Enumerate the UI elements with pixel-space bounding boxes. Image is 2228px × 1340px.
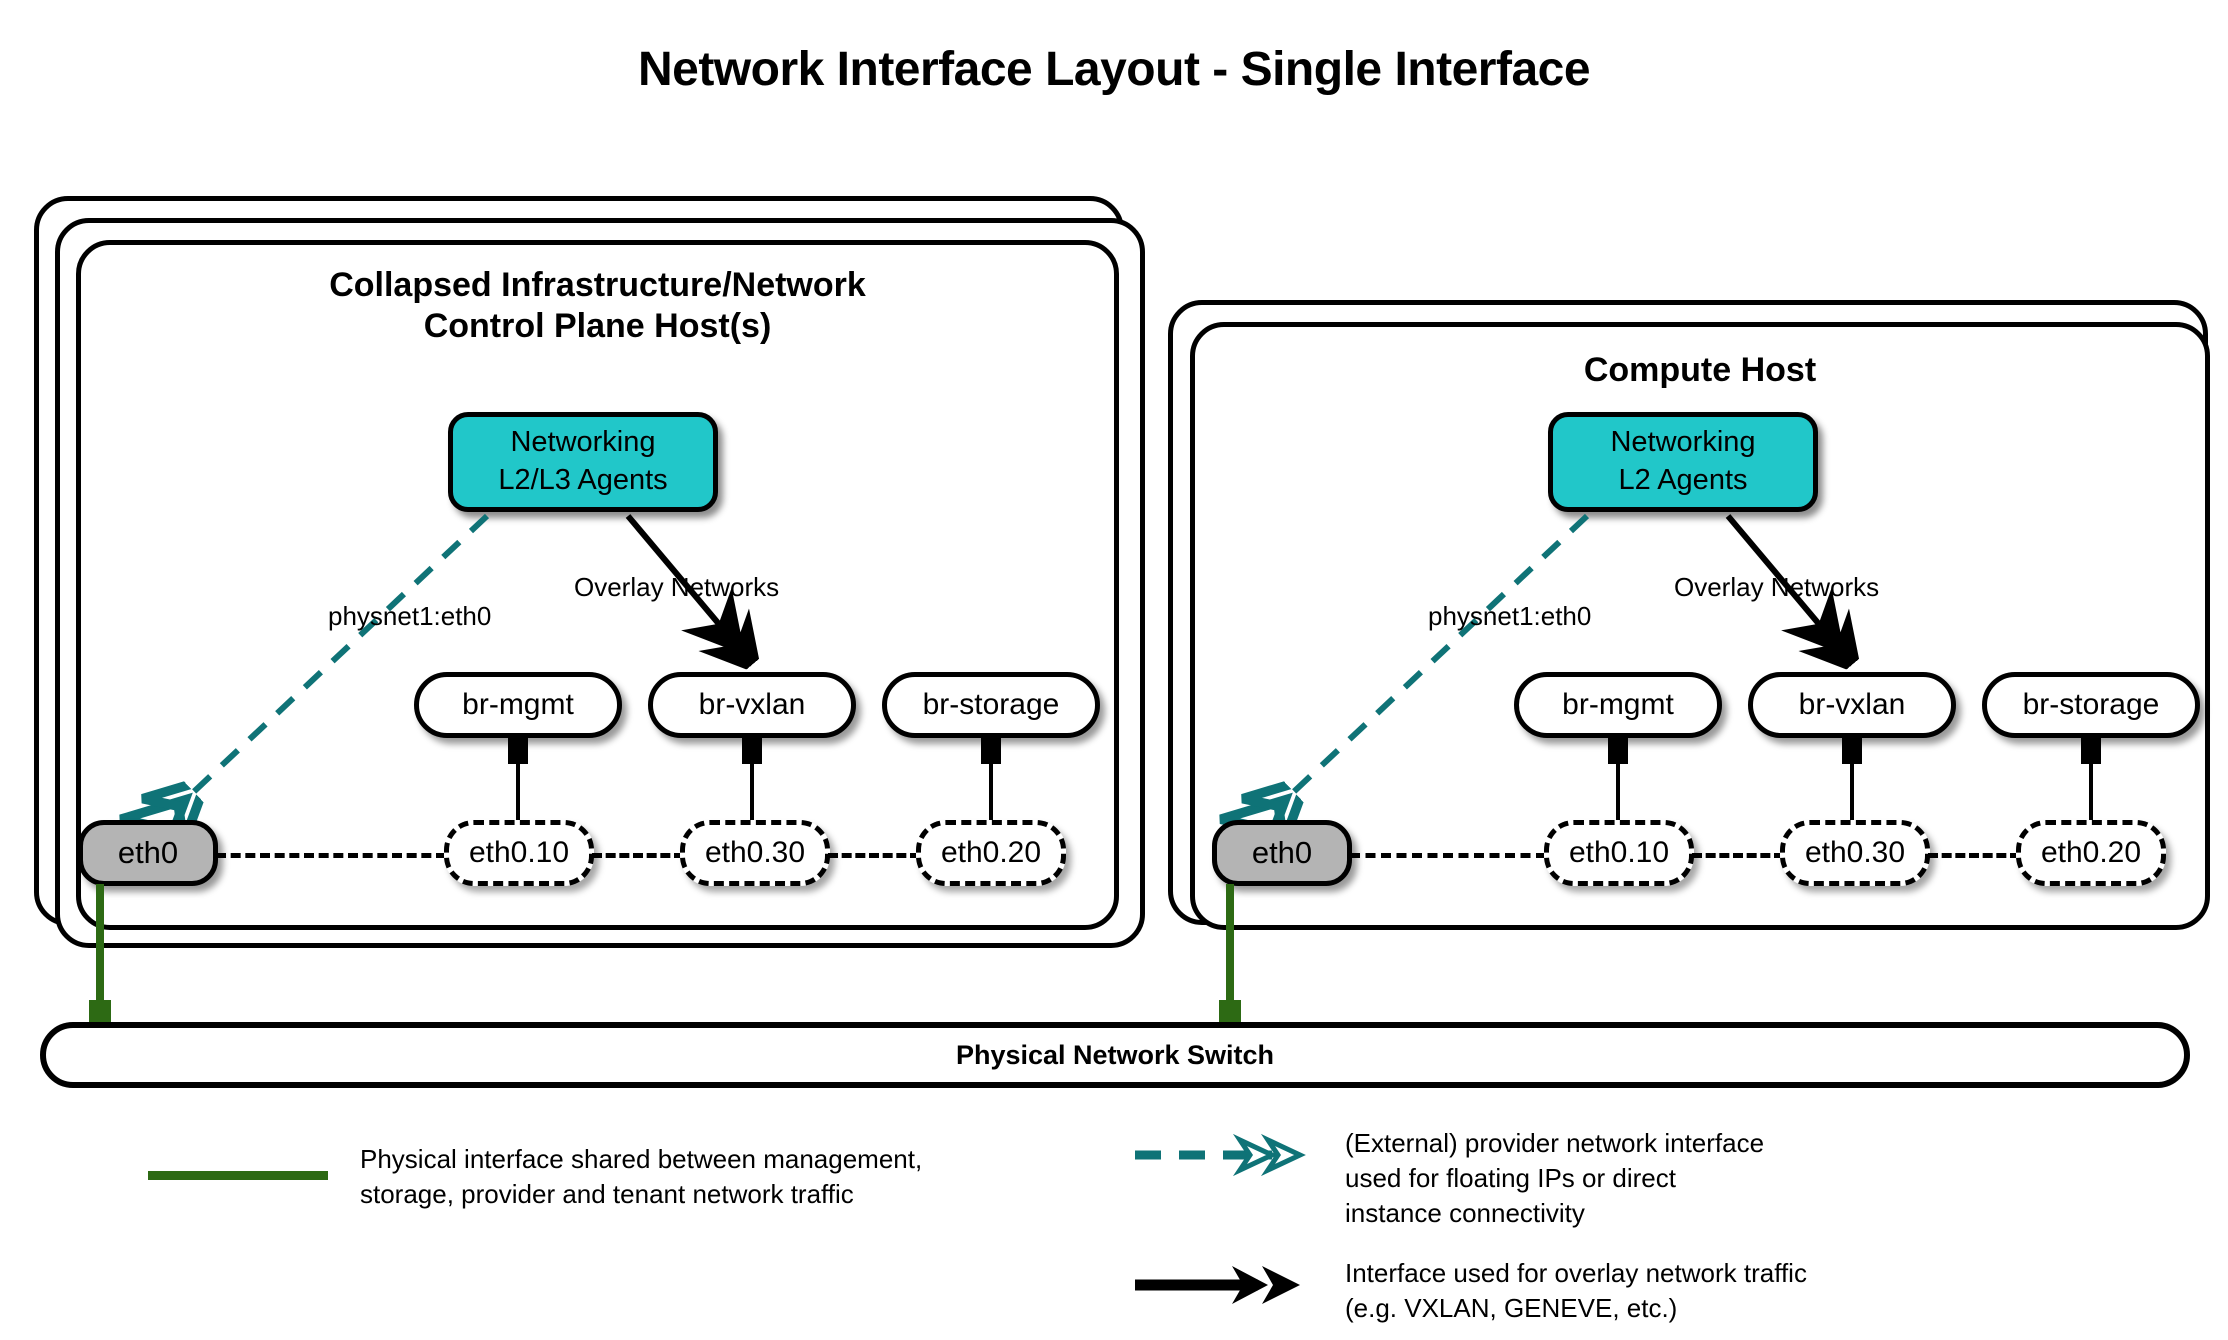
bridge-connector-line bbox=[750, 736, 754, 834]
vlan-label: eth0.20 bbox=[2040, 836, 2142, 869]
bridge-connector-line bbox=[1616, 736, 1620, 834]
legend-physical-text: Physical interface shared between manage… bbox=[360, 1144, 923, 1210]
legend-physical-swatch bbox=[148, 1171, 328, 1180]
vlan-eth0-10[interactable]: eth0.10 bbox=[1544, 820, 1694, 886]
control-plane-host-title: Collapsed Infrastructure/Network Control… bbox=[76, 265, 1119, 348]
legend-overlay-chevron-1 bbox=[1232, 1266, 1268, 1304]
agents-label-line2: L2 Agents bbox=[1618, 464, 1748, 496]
bridge-label: br-vxlan bbox=[698, 688, 806, 721]
vlan-eth0-20[interactable]: eth0.20 bbox=[2016, 820, 2166, 886]
bridge-br-mgmt[interactable]: br-mgmt bbox=[1514, 672, 1722, 738]
bridge-label: br-storage bbox=[922, 688, 1060, 721]
vlan-label: eth0.20 bbox=[940, 836, 1042, 869]
vlan-eth0-20[interactable]: eth0.20 bbox=[916, 820, 1066, 886]
legend-overlay-text: Interface used for overlay network traff… bbox=[1345, 1258, 1807, 1324]
host-title-line1: Collapsed Infrastructure/Network bbox=[329, 266, 866, 304]
nic-label: eth0 bbox=[1251, 835, 1313, 870]
vlan-eth0-30[interactable]: eth0.30 bbox=[1780, 820, 1930, 886]
agents-label-line1: Networking bbox=[510, 426, 656, 459]
nic-eth0[interactable]: eth0 bbox=[78, 820, 218, 886]
bridge-label: br-storage bbox=[2022, 688, 2160, 721]
overlay-edge-label: Overlay Networks bbox=[1674, 572, 1880, 602]
physical-uplink-line bbox=[1226, 884, 1234, 1014]
vlan-label: eth0.30 bbox=[1804, 836, 1906, 869]
bridge-br-storage[interactable]: br-storage bbox=[882, 672, 1100, 738]
bridge-label: br-vxlan bbox=[1798, 688, 1906, 721]
physical-network-switch[interactable]: Physical Network Switch bbox=[40, 1022, 2190, 1088]
vlan-trunk-dash bbox=[828, 853, 920, 858]
provider-edge-label: physnet1:eth0 bbox=[328, 601, 492, 631]
compute-host-title: Compute Host bbox=[1190, 350, 2210, 391]
bridge-connector-line bbox=[2089, 736, 2093, 834]
bridge-connector-line bbox=[516, 736, 520, 834]
networking-agents-box[interactable]: Networking L2/L3 Agents bbox=[448, 412, 718, 512]
vlan-label: eth0.30 bbox=[704, 836, 806, 869]
vlan-trunk-dash bbox=[1692, 853, 1784, 858]
vlan-trunk-dash bbox=[1350, 853, 1546, 858]
legend-provider-text: (External) provider network interface us… bbox=[1345, 1128, 1765, 1229]
vlan-eth0-10[interactable]: eth0.10 bbox=[444, 820, 594, 886]
legend-provider-chevron-2 bbox=[1260, 1133, 1306, 1177]
bridge-label: br-mgmt bbox=[1562, 688, 1674, 721]
page-title: Network Interface Layout - Single Interf… bbox=[637, 43, 1591, 96]
agents-label-line1: Networking bbox=[1610, 426, 1756, 459]
bridge-connector-line bbox=[1850, 736, 1854, 834]
vlan-label: eth0.10 bbox=[468, 836, 570, 869]
vlan-label: eth0.10 bbox=[1568, 836, 1670, 869]
nic-label: eth0 bbox=[117, 835, 179, 870]
bridge-br-vxlan[interactable]: br-vxlan bbox=[648, 672, 856, 738]
bridge-br-storage[interactable]: br-storage bbox=[1982, 672, 2200, 738]
switch-label: Physical Network Switch bbox=[955, 1039, 1275, 1070]
host-title-line2: Control Plane Host(s) bbox=[423, 307, 772, 346]
host-title-line1: Compute Host bbox=[1583, 351, 1817, 389]
networking-agents-box[interactable]: Networking L2 Agents bbox=[1548, 412, 1818, 512]
provider-edge-label: physnet1:eth0 bbox=[1428, 601, 1592, 631]
bridge-label: br-mgmt bbox=[462, 688, 574, 721]
legend-provider-chevron-1 bbox=[1232, 1133, 1278, 1177]
nic-eth0[interactable]: eth0 bbox=[1212, 820, 1352, 886]
agents-label-line2: L2/L3 Agents bbox=[498, 464, 668, 496]
vlan-trunk-dash bbox=[216, 853, 446, 858]
vlan-eth0-30[interactable]: eth0.30 bbox=[680, 820, 830, 886]
physical-uplink-line bbox=[96, 884, 104, 1014]
vlan-trunk-dash bbox=[1928, 853, 2020, 858]
overlay-edge-label: Overlay Networks bbox=[574, 572, 780, 602]
legend-overlay-chevron-2 bbox=[1262, 1266, 1300, 1304]
bridge-br-mgmt[interactable]: br-mgmt bbox=[414, 672, 622, 738]
bridge-connector-line bbox=[989, 736, 993, 834]
vlan-trunk-dash bbox=[592, 853, 684, 858]
bridge-br-vxlan[interactable]: br-vxlan bbox=[1748, 672, 1956, 738]
